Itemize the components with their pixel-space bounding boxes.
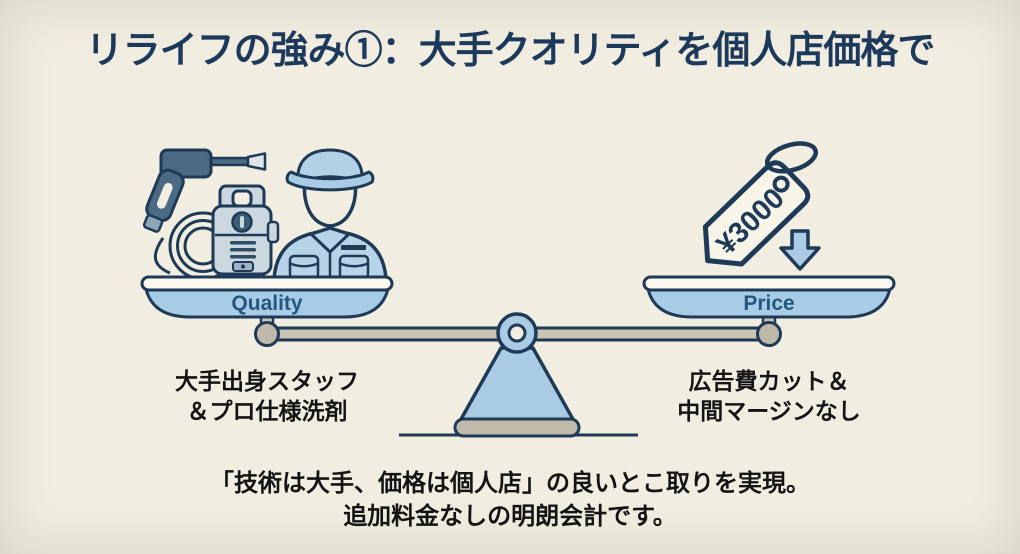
washer-vent-1: [230, 241, 256, 245]
washer-knob-slot: [240, 216, 244, 228]
left-caption-line1: 大手出身スタッフ: [175, 368, 359, 394]
worker-icon: [272, 148, 388, 281]
gun-nozzle: [246, 152, 267, 171]
scale-base: [453, 417, 581, 438]
washer-vent-3: [230, 255, 256, 259]
pressure-washer-icon: [211, 184, 280, 279]
worker-pocket-right-flap: [339, 262, 369, 268]
pivot-hole: [507, 323, 527, 343]
left-hanger-knob: [254, 321, 280, 347]
footer-line1: 「技術は大手、価格は個人店」の良いとこ取りを実現。: [210, 470, 810, 497]
price-tag-icon: ¥3000: [702, 141, 819, 267]
price-tag-string: [764, 141, 819, 174]
down-arrow-icon: [779, 229, 821, 271]
right-caption: 広告費カット＆ 中間マージンなし: [589, 366, 949, 426]
right-hanger-knob: [756, 321, 782, 347]
right-pan-label: Price: [743, 292, 794, 315]
right-pan-bowl: [646, 287, 892, 319]
right-caption-line2: 中間マージンなし: [677, 398, 861, 424]
left-caption: 大手出身スタッフ ＆プロ仕様洗剤: [87, 366, 447, 426]
footer-line2: 追加料金なしの明朗会計です。: [343, 503, 677, 530]
left-pan-label: Quality: [231, 292, 303, 315]
washer-handle-hole: [231, 189, 253, 208]
right-pan: Price: [642, 275, 896, 319]
slide-title: リライフの強み①：大手クオリティを個人店価格で: [85, 30, 936, 72]
worker-badge: [341, 245, 366, 250]
worker-cap-crown: [296, 148, 364, 184]
washer-vent-2: [230, 248, 256, 252]
washer-foot-dot: [241, 264, 245, 269]
pressure-washer-gun-icon: [142, 148, 267, 275]
gun-trigger-slot: [156, 182, 173, 209]
left-pan-rim: [140, 275, 394, 292]
scale-pedestal: [458, 346, 576, 423]
worker-pocket-left-flap: [289, 262, 319, 268]
gun-hose: [153, 237, 171, 275]
washer-side-hook: [266, 220, 280, 244]
right-pan-rim: [642, 275, 896, 292]
worker-cap-brim: [285, 170, 375, 192]
left-pan: Quality: [140, 275, 394, 319]
left-pan-bowl: [144, 287, 390, 319]
footer-text: 「技術は大手、価格は個人店」の良いとこ取りを実現。 追加料金なしの明朗会計です。: [0, 467, 1020, 533]
right-caption-line1: 広告費カット＆: [688, 368, 850, 394]
price-tag-hole: [772, 175, 790, 193]
gun-hose-connector: [142, 214, 164, 233]
left-caption-line2: ＆プロ仕様洗剤: [186, 398, 348, 424]
